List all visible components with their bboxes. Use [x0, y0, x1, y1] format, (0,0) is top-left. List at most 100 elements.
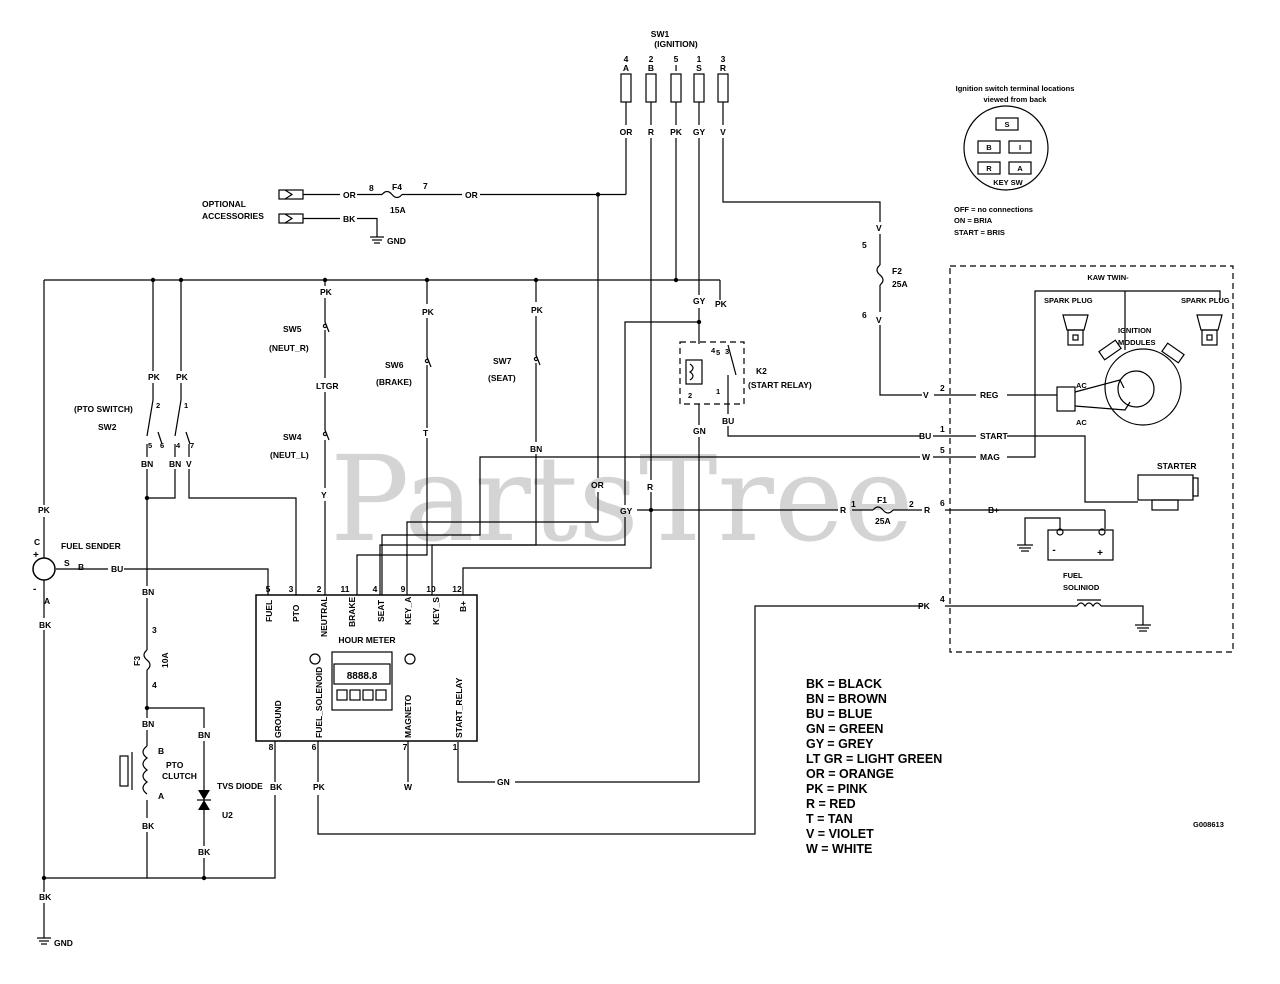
- svg-text:PK: PK: [715, 299, 728, 309]
- svg-text:C: C: [34, 537, 40, 547]
- svg-text:4: 4: [624, 54, 629, 64]
- svg-text:SW6: SW6: [385, 360, 404, 370]
- svg-text:PK: PK: [670, 127, 683, 137]
- svg-text:MODULES: MODULES: [1118, 338, 1156, 347]
- svg-text:V: V: [876, 223, 882, 233]
- sw1-pin-r: 3 R V: [717, 54, 729, 137]
- svg-text:3: 3: [289, 584, 294, 594]
- svg-text:4: 4: [711, 346, 716, 355]
- svg-text:8: 8: [269, 742, 274, 752]
- svg-text:PK = PINK: PK = PINK: [806, 782, 867, 796]
- svg-text:3: 3: [721, 54, 726, 64]
- svg-text:2: 2: [156, 401, 160, 410]
- svg-text:PTO: PTO: [166, 760, 184, 770]
- svg-text:7: 7: [190, 441, 194, 450]
- sw1-pin-i: 5 I PK: [670, 54, 683, 137]
- pto-clutch: BN 3 F3 10A 4 BN B PTO CLUTCH A BK: [119, 587, 197, 831]
- svg-text:GY: GY: [693, 296, 706, 306]
- svg-text:PK: PK: [176, 372, 189, 382]
- svg-text:U2: U2: [222, 810, 233, 820]
- svg-text:B: B: [648, 63, 654, 73]
- svg-text:+: +: [33, 550, 39, 561]
- svg-text:FUEL: FUEL: [264, 600, 274, 622]
- hour-meter: 5 3 2 11 4 9 10 12 FUEL PTO NEUTRAL BRAK…: [255, 584, 478, 782]
- svg-text:SPARK PLUG: SPARK PLUG: [1181, 296, 1230, 305]
- svg-text:PK: PK: [148, 372, 161, 382]
- svg-text:-: -: [1052, 545, 1055, 556]
- svg-text:KEY_A: KEY_A: [403, 597, 413, 625]
- svg-text:(START RELAY): (START RELAY): [748, 380, 812, 390]
- svg-text:2: 2: [317, 584, 322, 594]
- svg-text:GY = GREY: GY = GREY: [806, 737, 874, 751]
- fuel-sender: PK C + FUEL SENDER - S B BU A BK BK GND: [32, 505, 123, 948]
- svg-text:BU = BLUE: BU = BLUE: [806, 707, 872, 721]
- svg-text:A: A: [623, 63, 629, 73]
- svg-text:OFF = no connections: OFF = no connections: [954, 205, 1033, 214]
- svg-text:PK: PK: [422, 307, 435, 317]
- svg-text:BK = BLACK: BK = BLACK: [806, 677, 882, 691]
- svg-text:2: 2: [940, 383, 945, 393]
- svg-text:PK: PK: [918, 601, 931, 611]
- sw1-title: SW1: [651, 29, 670, 39]
- junction-dots: [41, 192, 702, 881]
- svg-text:6: 6: [862, 310, 867, 320]
- start-relay: 5 4 3 2 1 K2 (START RELAY): [679, 341, 812, 405]
- svg-text:SEAT: SEAT: [376, 599, 386, 622]
- svg-text:5: 5: [716, 348, 720, 357]
- svg-text:BRAKE: BRAKE: [347, 596, 357, 627]
- svg-text:BN: BN: [141, 459, 153, 469]
- svg-text:viewed from back: viewed from back: [984, 95, 1048, 104]
- svg-text:SW4: SW4: [283, 432, 302, 442]
- svg-text:MAG: MAG: [980, 452, 1000, 462]
- svg-text:KEY_S: KEY_S: [431, 597, 441, 625]
- svg-text:T = TAN: T = TAN: [806, 812, 853, 826]
- svg-text:3: 3: [725, 347, 729, 356]
- svg-text:5: 5: [940, 445, 945, 455]
- key-switch-inset: Ignition switch terminal locations viewe…: [954, 84, 1074, 237]
- svg-text:LT GR = LIGHT GREEN: LT GR = LIGHT GREEN: [806, 752, 942, 766]
- svg-text:(NEUT_L): (NEUT_L): [270, 450, 309, 460]
- svg-text:12: 12: [452, 584, 462, 594]
- svg-text:R = RED: R = RED: [806, 797, 856, 811]
- svg-text:BN = BROWN: BN = BROWN: [806, 692, 887, 706]
- svg-text:GND: GND: [54, 938, 73, 948]
- svg-text:V = VIOLET: V = VIOLET: [806, 827, 874, 841]
- svg-text:GN: GN: [693, 426, 706, 436]
- svg-text:25A: 25A: [892, 279, 908, 289]
- svg-text:Ignition switch terminal locat: Ignition switch terminal locations: [956, 84, 1075, 93]
- svg-text:R: R: [986, 164, 992, 173]
- svg-text:HOUR METER: HOUR METER: [338, 635, 395, 645]
- svg-text:Y: Y: [321, 490, 327, 500]
- svg-text:AC: AC: [1076, 418, 1087, 427]
- wire-labels: PK SW5 (NEUT_R) LTGR SW4 (NEUT_L) Y PK S…: [269, 223, 930, 792]
- svg-text:BU: BU: [111, 564, 123, 574]
- svg-text:OR: OR: [591, 480, 604, 490]
- svg-text:W: W: [404, 782, 413, 792]
- svg-text:1: 1: [851, 499, 856, 509]
- svg-text:GY: GY: [693, 127, 706, 137]
- svg-text:FUEL: FUEL: [1063, 571, 1083, 580]
- svg-text:REG: REG: [980, 390, 999, 400]
- svg-text:BK: BK: [343, 214, 356, 224]
- svg-text:IGNITION: IGNITION: [1118, 326, 1151, 335]
- svg-text:B: B: [158, 746, 164, 756]
- svg-text:BN: BN: [142, 587, 154, 597]
- svg-text:GN = GREEN: GN = GREEN: [806, 722, 883, 736]
- svg-text:BK: BK: [142, 821, 155, 831]
- svg-text:BN: BN: [198, 730, 210, 740]
- svg-text:AC: AC: [1076, 381, 1087, 390]
- svg-text:25A: 25A: [875, 516, 891, 526]
- svg-text:8: 8: [369, 183, 374, 193]
- svg-text:F4: F4: [392, 182, 402, 192]
- svg-text:I: I: [675, 63, 677, 73]
- svg-text:V: V: [923, 390, 929, 400]
- svg-text:V: V: [186, 459, 192, 469]
- watermark: PartsTree: [330, 430, 914, 568]
- engine-block: KAW TWIN- SPARK PLUG SPARK PLUG IGNITION…: [945, 265, 1234, 653]
- svg-text:8888.8: 8888.8: [347, 671, 378, 682]
- svg-text:6: 6: [312, 742, 317, 752]
- svg-text:LTGR: LTGR: [316, 381, 339, 391]
- svg-text:ON = BRIA: ON = BRIA: [954, 216, 993, 225]
- svg-text:15A: 15A: [390, 205, 406, 215]
- svg-text:NEUTRAL: NEUTRAL: [319, 596, 329, 637]
